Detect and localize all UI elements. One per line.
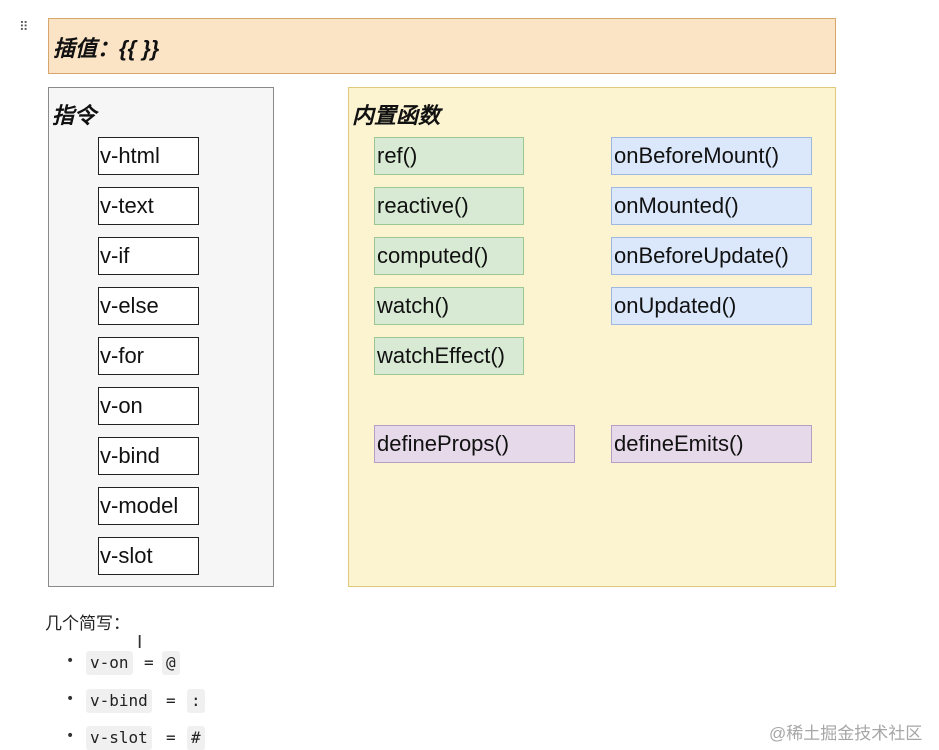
equals-sign: = [144, 653, 154, 672]
builtin-functions-box: 内置函数 ref() reactive() computed() watch()… [348, 87, 836, 587]
lifecycle-fn: onMounted() [611, 187, 812, 225]
lifecycle-fn: onBeforeUpdate() [611, 237, 812, 275]
shorthand-symbol: @ [162, 651, 180, 675]
directive-item: v-text [98, 187, 199, 225]
shorthand-directive: v-bind [86, 689, 152, 713]
shorthand-symbol: # [187, 726, 205, 750]
directive-item: v-bind [98, 437, 199, 475]
directive-item: v-model [98, 487, 199, 525]
interpolation-box: 插值：{{ }} [48, 18, 836, 74]
equals-sign: = [166, 728, 176, 747]
directive-item: v-slot [98, 537, 199, 575]
lifecycle-fn: onBeforeMount() [611, 137, 812, 175]
shorthand-symbol: : [187, 689, 205, 713]
directive-item: v-if [98, 237, 199, 275]
reactivity-fn: reactive() [374, 187, 524, 225]
shorthand-directive: v-slot [86, 726, 152, 750]
equals-sign: = [166, 691, 176, 710]
drag-handle-icon[interactable]: ⠿ [19, 20, 30, 35]
directive-item: v-html [98, 137, 199, 175]
lifecycle-fn: onUpdated() [611, 287, 812, 325]
interpolation-title: 插值：{{ }} [53, 36, 160, 61]
directives-title: 指令 [52, 103, 97, 128]
shorthands-title: 几个简写： [45, 614, 130, 633]
directive-item: v-for [98, 337, 199, 375]
reactivity-fn: ref() [374, 137, 524, 175]
reactivity-fn: watchEffect() [374, 337, 524, 375]
directive-item: v-on [98, 387, 199, 425]
macro-fn: defineEmits() [611, 425, 812, 463]
shorthand-directive: v-on [86, 651, 133, 675]
bullet-icon: • [66, 728, 75, 744]
reactivity-fn: computed() [374, 237, 524, 275]
bullet-icon: • [66, 691, 75, 707]
macro-fn: defineProps() [374, 425, 575, 463]
bullet-icon: • [66, 653, 75, 669]
text-cursor-icon: I [137, 632, 143, 653]
directives-box: 指令 v-html v-text v-if v-else v-for v-on … [48, 87, 274, 587]
builtin-functions-title: 内置函数 [352, 103, 441, 128]
watermark: @稀土掘金技术社区 [769, 724, 923, 743]
directive-item: v-else [98, 287, 199, 325]
reactivity-fn: watch() [374, 287, 524, 325]
